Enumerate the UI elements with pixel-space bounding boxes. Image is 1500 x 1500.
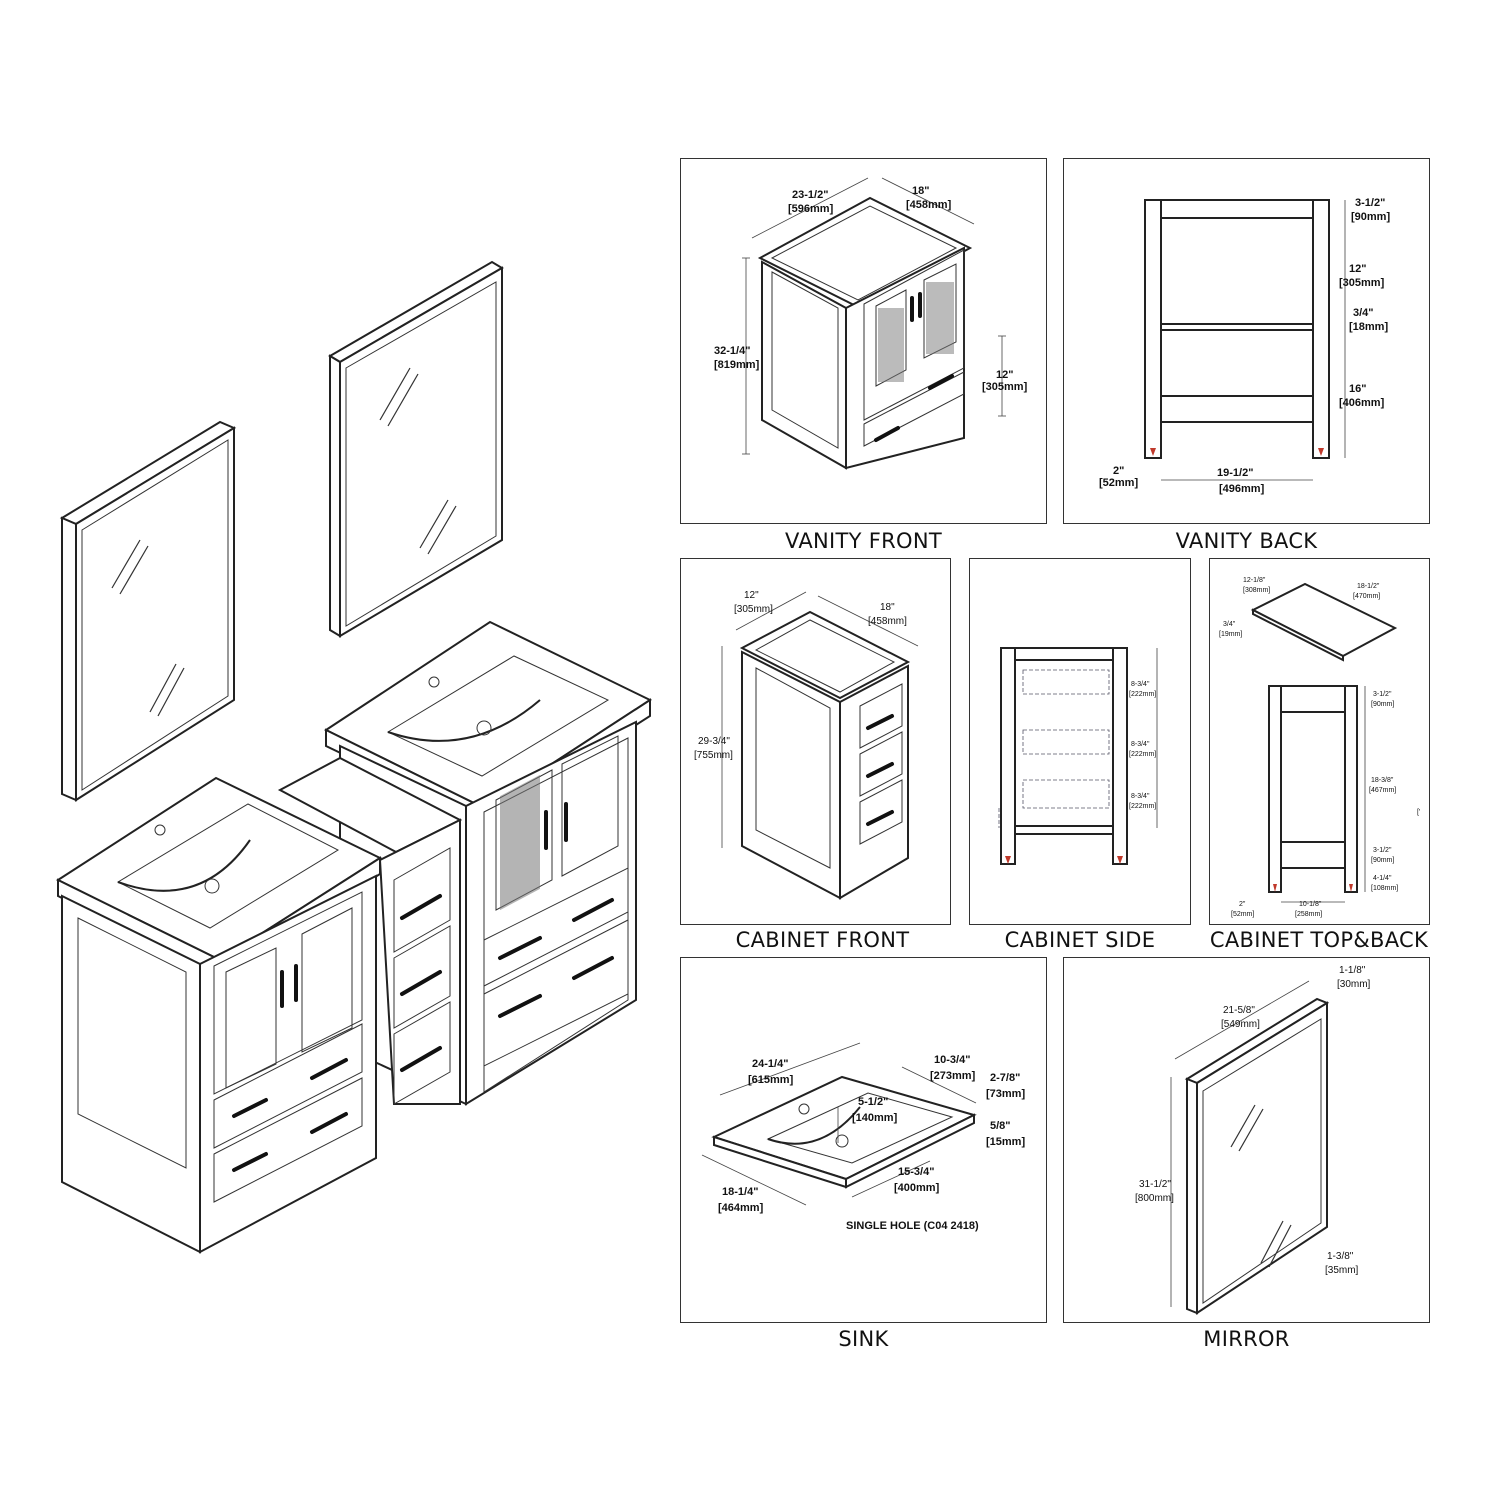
cs-d3-mm: [222mm]: [1129, 803, 1156, 810]
vb-width-mm: [496mm]: [1219, 483, 1265, 495]
cabinet-top-back-drawing: 12-1/8" [308mm] 18-1/2" [470mm] 3/4" [19…: [1219, 577, 1420, 918]
cf-height: 29-3/4": [698, 736, 730, 747]
sink-note: SINGLE HOLE (C04 2418): [846, 1220, 979, 1232]
mirror-left: [59, 420, 237, 802]
caption-cabinet-side: CABINET SIDE: [1004, 928, 1156, 952]
ctb-top-w-mm: [308mm]: [1243, 587, 1270, 594]
vb-rail-mm: [18mm]: [1349, 321, 1388, 333]
sink-width: 18-1/4": [722, 1186, 758, 1198]
sink-length-mm: [615mm]: [748, 1074, 794, 1086]
ctb-b2: 18-3/8": [1371, 777, 1394, 784]
vf-height: 32-1/4": [714, 345, 750, 357]
ctb-b4: 4-1/4": [1373, 875, 1392, 882]
ctb-b3: 3-1/2": [1373, 847, 1392, 854]
vf-height-mm: [819mm]: [714, 359, 760, 371]
ctb-top-d: 18-1/2": [1357, 583, 1380, 590]
vb-upper: 12": [1349, 263, 1366, 275]
sink-depth-mm: [273mm]: [930, 1070, 976, 1082]
cs-d3: 8-3/4": [1131, 793, 1150, 800]
sink-rim-mm: [15mm]: [986, 1136, 1025, 1148]
ctb-top-t: 3/4": [1223, 621, 1236, 628]
vb-rail: 3/4": [1353, 307, 1374, 319]
sink-bowl-len-mm: [400mm]: [894, 1182, 940, 1194]
cabinet-side-drawing: 8-3/4" [222mm] 8-3/4" [222mm] 8-3/4" [22…: [998, 647, 1158, 865]
ctb-b1: 3-1/2": [1373, 691, 1392, 698]
vf-depth-mm: [458mm]: [906, 199, 952, 211]
ctb-leg-mm: [52mm]: [1231, 911, 1254, 918]
ctb-top-d-mm: [470mm]: [1353, 593, 1380, 600]
ctb-top-t-mm: [19mm]: [1219, 631, 1242, 638]
mirror-frame: 1-3/8": [1327, 1251, 1354, 1262]
mirror-thick-mm: [30mm]: [1337, 979, 1371, 990]
mirror-width: 21-5/8": [1223, 1005, 1255, 1016]
sink-bowl-len: 15-3/4": [898, 1166, 934, 1178]
vf-depth: 18": [912, 185, 929, 197]
vb-leg-mm: [52mm]: [1099, 477, 1138, 489]
cs-d1: 8-3/4": [1131, 681, 1150, 688]
ctb-stray: [': [1417, 809, 1420, 816]
vanity-front-drawing: 32-1/4" [819mm] 23-1/2" [596mm] 18" [458…: [714, 177, 1028, 470]
mirror-drawing: 31-1/2" [800mm] 21-5/8" [549mm] 1-1/8" […: [1135, 965, 1371, 1315]
cf-height-mm: [755mm]: [694, 750, 733, 761]
ctb-width-mm: [258mm]: [1295, 911, 1322, 918]
ctb-top-w: 12-1/8": [1243, 577, 1266, 584]
ctb-width: 10-1/8": [1299, 901, 1322, 908]
caption-sink: SINK: [838, 1327, 889, 1351]
vb-top: 3-1/2": [1355, 197, 1385, 209]
vb-leg: 2": [1113, 465, 1124, 477]
mirror-height: 31-1/2": [1139, 1179, 1171, 1190]
vb-top-mm: [90mm]: [1351, 211, 1390, 223]
sink-rim: 5/8": [990, 1120, 1011, 1132]
mirror-frame-mm: [35mm]: [1325, 1265, 1359, 1276]
mirror-right: [328, 260, 504, 638]
ctb-b3-mm: [90mm]: [1371, 857, 1394, 864]
sink-depth: 10-3/4": [934, 1054, 970, 1066]
ctb-leg: 2": [1239, 901, 1246, 908]
mirror-height-mm: [800mm]: [1135, 1193, 1174, 1204]
ctb-b2-mm: [467mm]: [1369, 787, 1396, 794]
vanity-back-drawing: 3-1/2" [90mm] 12" [305mm] 3/4" [18mm] 16…: [1099, 197, 1390, 495]
cf-width-mm: [305mm]: [734, 604, 773, 615]
mirror-width-mm: [549mm]: [1221, 1019, 1260, 1030]
caption-mirror: MIRROR: [1203, 1327, 1290, 1351]
cf-depth-mm: [458mm]: [868, 616, 907, 627]
caption-vanity-front: VANITY FRONT: [785, 529, 942, 553]
sink-drawing: 24-1/4" [615mm] 10-3/4" [273mm] 2-7/8" […: [701, 1042, 1025, 1232]
cabinet-middle: [277, 756, 463, 1105]
vf-drawer: 12": [996, 369, 1013, 381]
ctb-b4-mm: [108mm]: [1371, 885, 1398, 892]
vf-drawer-mm: [305mm]: [982, 381, 1028, 393]
mirror-thick: 1-1/8": [1339, 965, 1366, 976]
sink-bowl: 5-1/2": [858, 1096, 888, 1108]
cs-d2: 8-3/4": [1131, 741, 1150, 748]
vanity-left: [55, 776, 383, 1254]
vf-width-mm: [596mm]: [788, 203, 834, 215]
caption-vanity-back: VANITY BACK: [1175, 529, 1318, 553]
vb-width: 19-1/2": [1217, 467, 1253, 479]
cf-depth: 18": [880, 602, 895, 613]
cs-d2-mm: [222mm]: [1129, 751, 1156, 758]
ctb-b1-mm: [90mm]: [1371, 701, 1394, 708]
cs-d1-mm: [222mm]: [1129, 691, 1156, 698]
cf-width: 12": [744, 590, 759, 601]
vb-lower: 16": [1349, 383, 1366, 395]
sink-width-mm: [464mm]: [718, 1202, 764, 1214]
vf-width: 23-1/2": [792, 189, 828, 201]
caption-cabinet-top-back: CABINET TOP&BACK: [1209, 928, 1429, 952]
cabinet-front-drawing: 29-3/4" [755mm] 12" [305mm] 18" [458mm]: [694, 590, 919, 900]
sink-height-mm: [73mm]: [986, 1088, 1025, 1100]
vb-upper-mm: [305mm]: [1339, 277, 1385, 289]
sink-bowl-mm: [140mm]: [852, 1112, 898, 1124]
vb-lower-mm: [406mm]: [1339, 397, 1385, 409]
assembly-illustration: [55, 260, 653, 1254]
caption-cabinet-front: CABINET FRONT: [735, 928, 910, 952]
sink-height: 2-7/8": [990, 1072, 1020, 1084]
sink-length: 24-1/4": [752, 1058, 788, 1070]
